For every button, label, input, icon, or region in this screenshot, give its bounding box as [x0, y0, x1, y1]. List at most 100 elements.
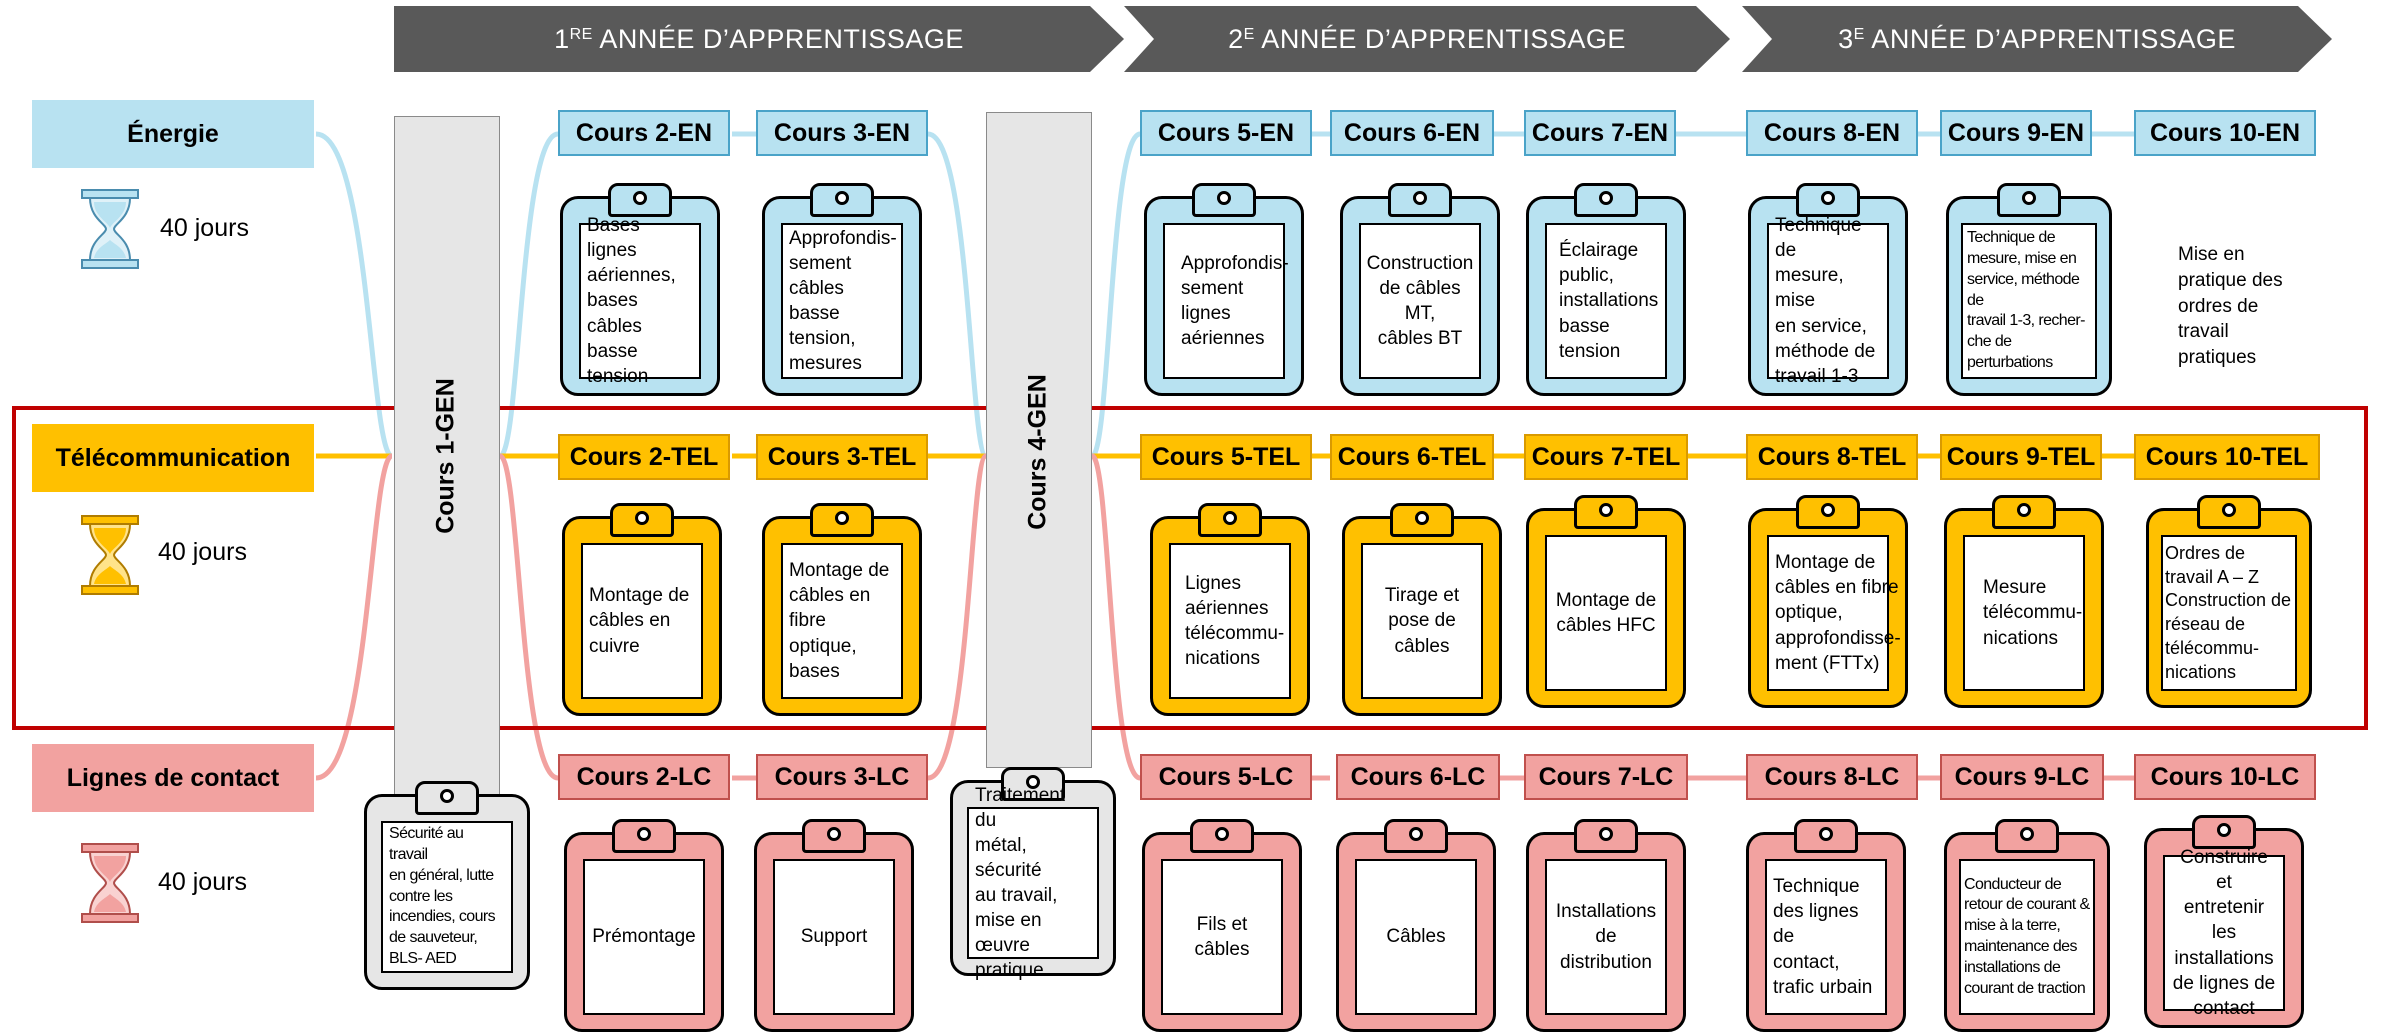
year-1-number: 1 — [554, 23, 570, 54]
cours-1-gen-label: Cours 1-GEN — [431, 378, 460, 534]
year-3-number: 3 — [1838, 23, 1854, 54]
year-2-text: ANNÉE D’APPRENTISSAGE — [1254, 23, 1626, 54]
course-10-en: Cours 10-EN — [2134, 110, 2316, 156]
hourglass-icon-energie — [81, 189, 139, 269]
year-1-suffix: RE — [569, 26, 593, 43]
course-2-lc: Cours 2-LC — [558, 754, 730, 800]
year-1-text: ANNÉE D’APPRENTISSAGE — [592, 23, 964, 54]
year-2-number: 2 — [1228, 23, 1244, 54]
course-3-lc-description: Support — [773, 859, 895, 1015]
course-5-en: Cours 5-EN — [1140, 110, 1312, 156]
course-7-tel: Cours 7-TEL — [1524, 434, 1688, 480]
hourglass-icon-telecommunication — [81, 515, 139, 595]
hourglass-icon-lignes-de-contact — [81, 843, 139, 923]
course-8-en: Cours 8-EN — [1746, 110, 1918, 156]
course-8-tel: Cours 8-TEL — [1746, 434, 1918, 480]
course-3-lc: Cours 3-LC — [756, 754, 928, 800]
course-10-tel: Cours 10-TEL — [2134, 434, 2320, 480]
cours-4-gen-label: Cours 4-GEN — [1023, 374, 1052, 530]
days-lignes-de-contact: 40 jours — [158, 868, 247, 896]
course-5-lc: Cours 5-LC — [1140, 754, 1312, 800]
course-9-tel: Cours 9-TEL — [1940, 434, 2102, 480]
course-6-lc-description: Câbles — [1355, 859, 1477, 1015]
course-9-en: Cours 9-EN — [1940, 110, 2092, 156]
course-9-lc: Cours 9-LC — [1940, 754, 2104, 800]
course-7-en: Cours 7-EN — [1524, 110, 1676, 156]
course-6-en: Cours 6-EN — [1330, 110, 1494, 156]
telecom-highlight-frame — [12, 406, 2368, 730]
days-telecommunication: 40 jours — [158, 538, 247, 566]
cours-4-gen-bar — [986, 112, 1092, 768]
course-3-en: Cours 3-EN — [756, 110, 928, 156]
course-7-lc: Cours 7-LC — [1524, 754, 1688, 800]
course-6-tel: Cours 6-TEL — [1330, 434, 1494, 480]
track-label-energie: Énergie — [32, 100, 314, 168]
days-energie: 40 jours — [160, 214, 249, 242]
course-2-en: Cours 2-EN — [558, 110, 730, 156]
course-10-lc: Cours 10-LC — [2134, 754, 2316, 800]
course-2-lc-description: Prémontage — [583, 859, 705, 1015]
track-label-telecommunication: Télécommunication — [32, 424, 314, 492]
course-3-tel: Cours 3-TEL — [756, 434, 928, 480]
course-2-tel: Cours 2-TEL — [558, 434, 730, 480]
cours-1-gen-bar — [394, 116, 500, 808]
course-5-tel: Cours 5-TEL — [1140, 434, 1312, 480]
track-label-lignes-de-contact: Lignes de contact — [32, 744, 314, 812]
course-6-lc-clipboard: Câbles — [1336, 819, 1496, 1032]
course-8-lc: Cours 8-LC — [1746, 754, 1918, 800]
year-3-text: ANNÉE D’APPRENTISSAGE — [1864, 23, 2236, 54]
year-2-suffix: E — [1243, 26, 1255, 43]
year-3-suffix: E — [1853, 26, 1865, 43]
course-2-lc-clipboard: Prémontage — [564, 819, 724, 1032]
course-6-lc: Cours 6-LC — [1336, 754, 1500, 800]
